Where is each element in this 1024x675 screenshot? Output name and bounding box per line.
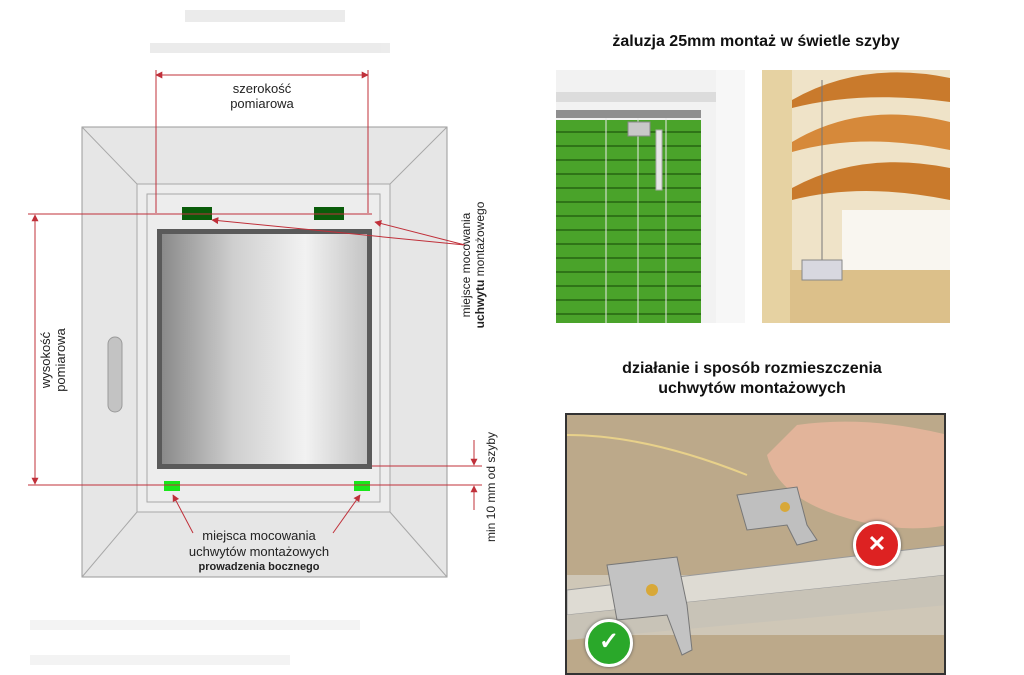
window-glass: [162, 234, 367, 464]
green-blind-photo: [556, 70, 745, 323]
side-mount-label-1: miejsca mocowania: [202, 528, 316, 543]
wrong-mark-icon: ✕: [853, 521, 901, 569]
bottom-photo-title-2: uchwytów montażowych: [658, 380, 846, 397]
width-label-2: pomiarowa: [230, 96, 294, 111]
faded-footer: [30, 620, 360, 665]
min-distance-label: min 10 mm od szyby: [484, 432, 498, 542]
window-handle: [107, 336, 123, 413]
side-bracket-left: [164, 481, 180, 491]
dimension-lines: [28, 70, 482, 534]
correct-mark-icon: ✓: [585, 619, 633, 667]
top-mount-label-1: miejsce mocowania: [459, 212, 473, 317]
svg-text:uchwytu montażowego: uchwytu montażowego: [473, 201, 487, 328]
side-mount-label-2: uchwytów montażowych: [189, 544, 329, 559]
width-label-1: szerokość: [233, 81, 292, 96]
faded-header: [150, 10, 390, 53]
bracket-photo: ✕ ✓: [565, 413, 946, 675]
side-mount-label-3: prowadzenia bocznego: [198, 561, 319, 573]
top-mount-label-2: uchwytu: [473, 280, 487, 329]
side-bracket-right: [354, 481, 370, 491]
bottom-photo-title-1: działanie i sposób rozmieszczenia: [622, 360, 882, 377]
wood-blind-photo: [762, 70, 950, 323]
height-label-2: pomiarowa: [53, 327, 68, 391]
top-mount-label-3: montażowego: [473, 201, 487, 276]
top-photos-title: żaluzja 25mm montaż w świetle szyby: [612, 33, 900, 50]
height-label-1: wysokość: [38, 331, 53, 389]
